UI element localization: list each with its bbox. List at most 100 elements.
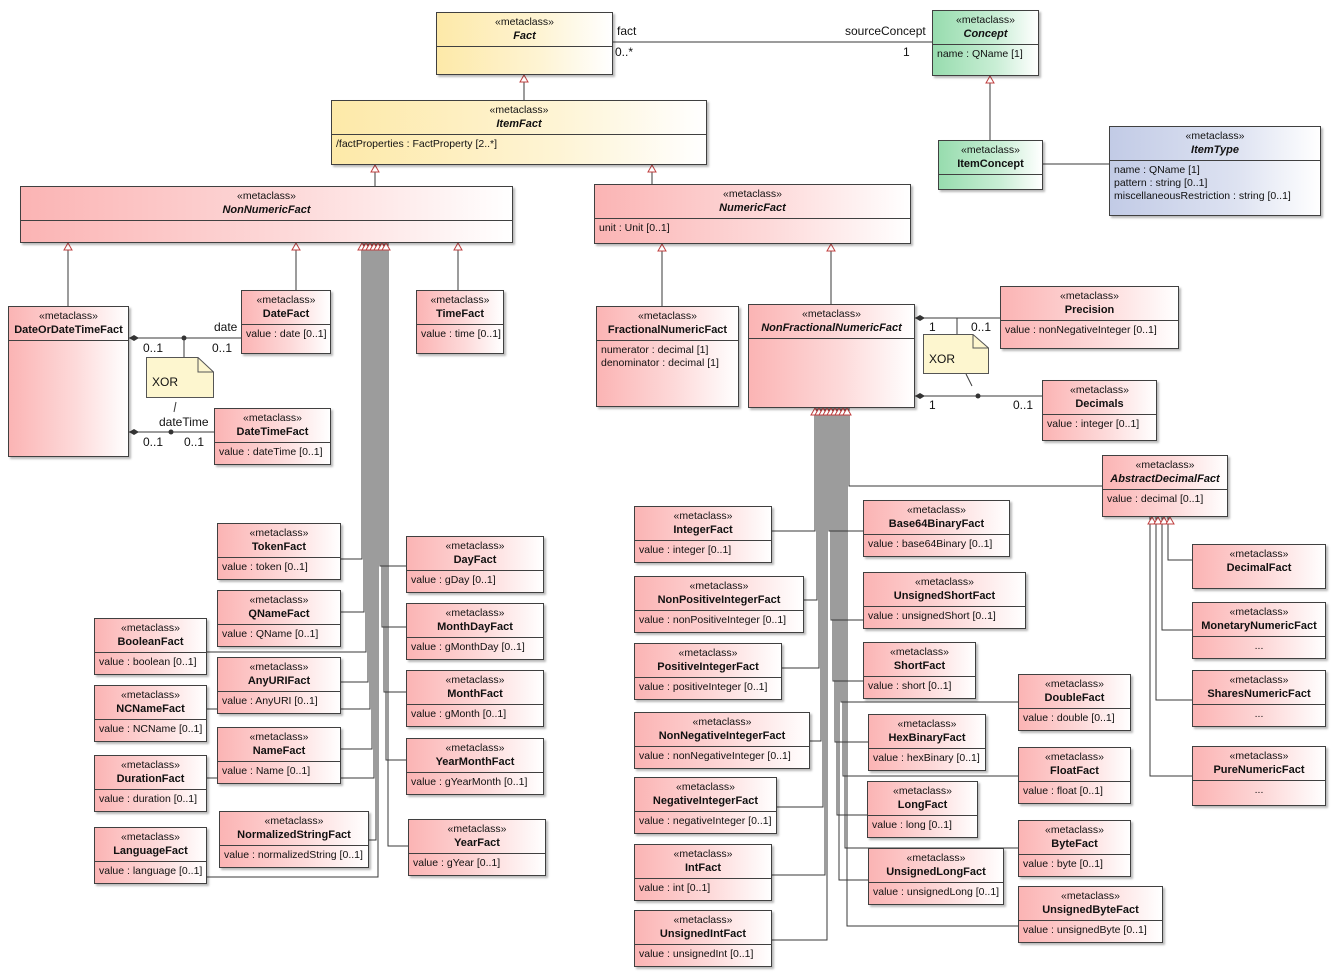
class-boolean-fact[interactable]: «metaclass»BooleanFact value : boolean [… <box>94 618 207 675</box>
class-concept[interactable]: «metaclass»Concept name : QName [1] <box>932 10 1039 76</box>
class-any-uri-fact[interactable]: «metaclass»AnyURIFact value : AnyURI [0.… <box>217 657 341 714</box>
class-pure-numeric-fact[interactable]: «metaclass»PureNumericFact ... <box>1192 746 1326 806</box>
class-monetary-numeric-fact[interactable]: «metaclass»MonetaryNumericFact ... <box>1192 602 1326 659</box>
class-month-day-fact[interactable]: «metaclass»MonthDayFact value : gMonthDa… <box>406 603 544 660</box>
class-normalized-string-fact[interactable]: «metaclass»NormalizedStringFact value : … <box>219 811 369 868</box>
stereotype: «metaclass» <box>445 674 505 686</box>
class-negative-integer-fact[interactable]: «metaclass»NegativeIntegerFact value : n… <box>634 777 777 834</box>
stereotype: «metaclass» <box>915 576 974 588</box>
generalization-arrowhead <box>826 242 836 252</box>
attribute: value : integer [0..1] <box>639 544 732 556</box>
class-non-numeric-fact[interactable]: «metaclass»NonNumericFact <box>20 186 513 243</box>
stereotype: «metaclass» <box>673 914 733 926</box>
class-abstract-decimal-fact[interactable]: «metaclass»AbstractDecimalFact value : d… <box>1102 455 1228 517</box>
role-date-time: dateTime <box>159 415 209 429</box>
attribute: /factProperties : FactProperty [2..*] <box>336 138 498 150</box>
class-base64-binary-fact[interactable]: «metaclass»Base64BinaryFact value : base… <box>863 500 1010 557</box>
stereotype: «metaclass» <box>890 646 949 658</box>
class-date-or-date-time-fact[interactable]: «metaclass»DateOrDateTimeFact <box>8 306 129 457</box>
class-language-fact[interactable]: «metaclass»LanguageFact value : language… <box>94 827 207 884</box>
class-name: DayFact <box>453 554 497 566</box>
class-date-fact[interactable]: «metaclass»DateFact value : date [0..1] <box>241 290 331 354</box>
class-non-positive-integer-fact[interactable]: «metaclass»NonPositiveIntegerFact value … <box>634 576 804 633</box>
class-hex-binary-fact[interactable]: «metaclass»HexBinaryFact value : hexBina… <box>868 714 986 771</box>
class-name: FractionalNumericFact <box>607 324 728 336</box>
class-long-fact[interactable]: «metaclass»LongFact value : long [0..1] <box>867 781 978 838</box>
attribute: value : token [0..1] <box>222 561 308 573</box>
class-name: NonFractionalNumericFact <box>761 322 902 334</box>
class-integer-fact[interactable]: «metaclass»IntegerFact value : integer [… <box>634 506 772 563</box>
generalization-line <box>830 408 863 621</box>
class-decimal-fact[interactable]: «metaclass»DecimalFact <box>1192 544 1326 589</box>
generalization-arrowhead <box>291 241 301 251</box>
class-qname-fact[interactable]: «metaclass»QNameFact value : QName [0..1… <box>217 590 341 647</box>
class-fractional-numeric-fact[interactable]: «metaclass»FractionalNumericFact numerat… <box>596 306 739 407</box>
class-month-fact[interactable]: «metaclass»MonthFact value : gMonth [0..… <box>406 670 544 727</box>
class-precision[interactable]: «metaclass»Precision value : nonNegative… <box>1000 286 1179 349</box>
class-positive-integer-fact[interactable]: «metaclass»PositiveIntegerFact value : p… <box>634 643 782 700</box>
class-ncname-fact[interactable]: «metaclass»NCNameFact value : NCName [0.… <box>94 685 207 742</box>
class-int-fact[interactable]: «metaclass»IntFact value : int [0..1] <box>634 844 772 901</box>
attribute: miscellaneousRestriction : string [0..1] <box>1114 190 1291 202</box>
attribute: value : QName [0..1] <box>222 628 319 640</box>
class-decimals[interactable]: «metaclass»Decimals value : integer [0..… <box>1042 380 1157 441</box>
class-year-month-fact[interactable]: «metaclass»YearMonthFact value : gYearMo… <box>406 738 544 795</box>
class-name-fact[interactable]: «metaclass»NameFact value : Name [0..1] <box>217 727 341 784</box>
xor-note-left[interactable]: XOR <box>146 357 214 398</box>
class-numeric-fact[interactable]: «metaclass»NumericFact unit : Unit [0..1… <box>594 184 911 244</box>
class-year-fact[interactable]: «metaclass»YearFact value : gYear [0..1] <box>408 819 546 876</box>
class-name: DateOrDateTimeFact <box>14 324 123 336</box>
generalization-line <box>207 243 367 653</box>
class-name: FloatFact <box>1050 765 1099 777</box>
stereotype: «metaclass» <box>249 661 309 673</box>
class-unsigned-byte-fact[interactable]: «metaclass»UnsignedByteFact value : unsi… <box>1018 886 1163 943</box>
class-unsigned-int-fact[interactable]: «metaclass»UnsignedIntFact value : unsig… <box>634 910 772 967</box>
class-time-fact[interactable]: «metaclass»TimeFact value : time [0..1] <box>416 290 504 354</box>
class-fact[interactable]: «metaclass»Fact <box>436 12 613 75</box>
stereotype: «metaclass» <box>121 759 180 771</box>
class-non-fractional-numeric-fact[interactable]: «metaclass» NonFractionalNumericFact <box>748 304 915 408</box>
ellipsis: ... <box>1254 784 1264 796</box>
class-short-fact[interactable]: «metaclass»ShortFact value : short [0..1… <box>863 642 976 699</box>
class-name: LongFact <box>897 799 948 811</box>
stereotype: «metaclass» <box>1045 824 1104 836</box>
generalization-arrowhead <box>657 242 667 252</box>
class-float-fact[interactable]: «metaclass»FloatFact value : float [0..1… <box>1018 747 1131 804</box>
stereotype: «metaclass» <box>249 527 309 539</box>
class-name: Concept <box>963 28 1008 40</box>
class-name: NormalizedStringFact <box>237 829 351 841</box>
class-name: BooleanFact <box>117 636 184 648</box>
stereotype: «metaclass» <box>1135 459 1195 471</box>
stereotype: «metaclass» <box>1185 130 1245 142</box>
class-item-fact[interactable]: «metaclass»ItemFact /factProperties : Fa… <box>331 100 707 165</box>
ellipsis: ... <box>1254 640 1264 652</box>
attribute: value : integer [0..1] <box>1047 418 1140 430</box>
class-day-fact[interactable]: «metaclass»DayFact value : gDay [0..1] <box>406 536 544 593</box>
class-shares-numeric-fact[interactable]: «metaclass»SharesNumericFact ... <box>1192 670 1326 727</box>
generalization-line <box>341 243 373 750</box>
stereotype: «metaclass» <box>1229 548 1289 560</box>
attribute: value : gMonthDay [0..1] <box>411 641 525 653</box>
class-double-fact[interactable]: «metaclass»DoubleFact value : double [0.… <box>1018 674 1131 731</box>
class-token-fact[interactable]: «metaclass»TokenFact value : token [0..1… <box>217 523 341 580</box>
class-name: UnsignedShortFact <box>893 590 996 602</box>
mult-date-time-left: 0..1 <box>143 435 164 449</box>
class-unsigned-long-fact[interactable]: «metaclass»UnsignedLongFact value : unsi… <box>868 848 1004 905</box>
stereotype: «metaclass» <box>961 144 1020 156</box>
attribute: value : normalizedString [0..1] <box>224 849 363 861</box>
class-item-concept[interactable]: «metaclass»ItemConcept <box>938 140 1043 190</box>
class-date-time-fact[interactable]: «metaclass»DateTimeFact value : dateTime… <box>214 408 331 465</box>
class-byte-fact[interactable]: «metaclass»ByteFact value : byte [0..1] <box>1018 820 1131 877</box>
xor-note-right[interactable]: XOR <box>923 334 989 374</box>
class-name: PureNumericFact <box>1213 764 1305 776</box>
generalization-line <box>387 243 408 847</box>
class-duration-fact[interactable]: «metaclass»DurationFact value : duration… <box>94 755 207 812</box>
stereotype: «metaclass» <box>802 308 861 320</box>
class-item-type[interactable]: «metaclass»ItemType name : QName [1]patt… <box>1109 126 1321 216</box>
class-non-negative-integer-fact[interactable]: «metaclass»NonNegativeIntegerFact value … <box>634 712 810 769</box>
class-unsigned-short-fact[interactable]: «metaclass»UnsignedShortFact value : uns… <box>863 572 1026 629</box>
class-name: UnsignedByteFact <box>1042 904 1139 916</box>
class-name: MonthDayFact <box>437 621 513 633</box>
class-name: NameFact <box>252 745 306 757</box>
attribute: value : float [0..1] <box>1023 785 1103 797</box>
